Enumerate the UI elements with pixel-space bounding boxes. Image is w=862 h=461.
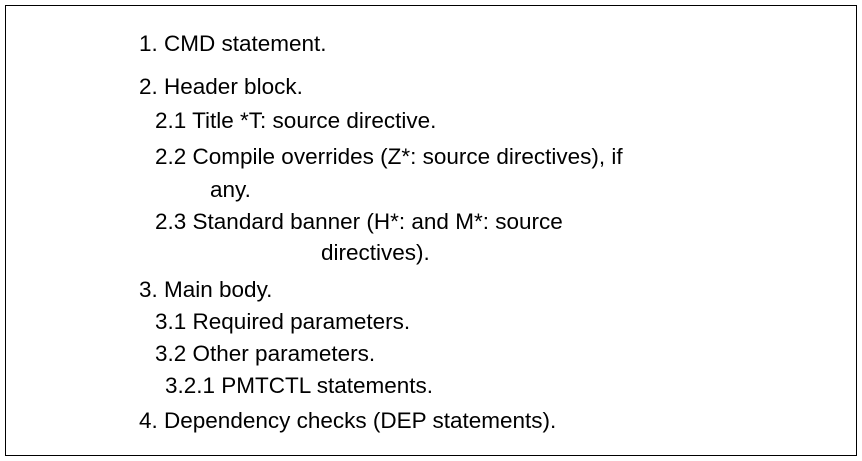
outline-box (5, 5, 857, 456)
outline-item-1: 1. CMD statement. (139, 31, 327, 56)
outline-item-2-2-continued: any. (210, 177, 251, 202)
outline-item-2-3: 2.3 Standard banner (H*: and M*: source (155, 209, 563, 234)
outline-item-2-2: 2.2 Compile overrides (Z*: source direct… (155, 144, 623, 169)
outline-item-2-3-continued: directives). (321, 240, 430, 265)
outline-item-3-2: 3.2 Other parameters. (155, 341, 376, 366)
outline-item-2: 2. Header block. (139, 74, 303, 99)
outline-item-3-2-1: 3.2.1 PMTCTL statements. (165, 373, 434, 398)
outline-item-3-1: 3.1 Required parameters. (155, 309, 411, 334)
outline-item-3: 3. Main body. (139, 277, 273, 302)
outline-item-2-1: 2.1 Title *T: source directive. (155, 108, 437, 133)
outline-item-4: 4. Dependency checks (DEP statements). (139, 408, 557, 433)
